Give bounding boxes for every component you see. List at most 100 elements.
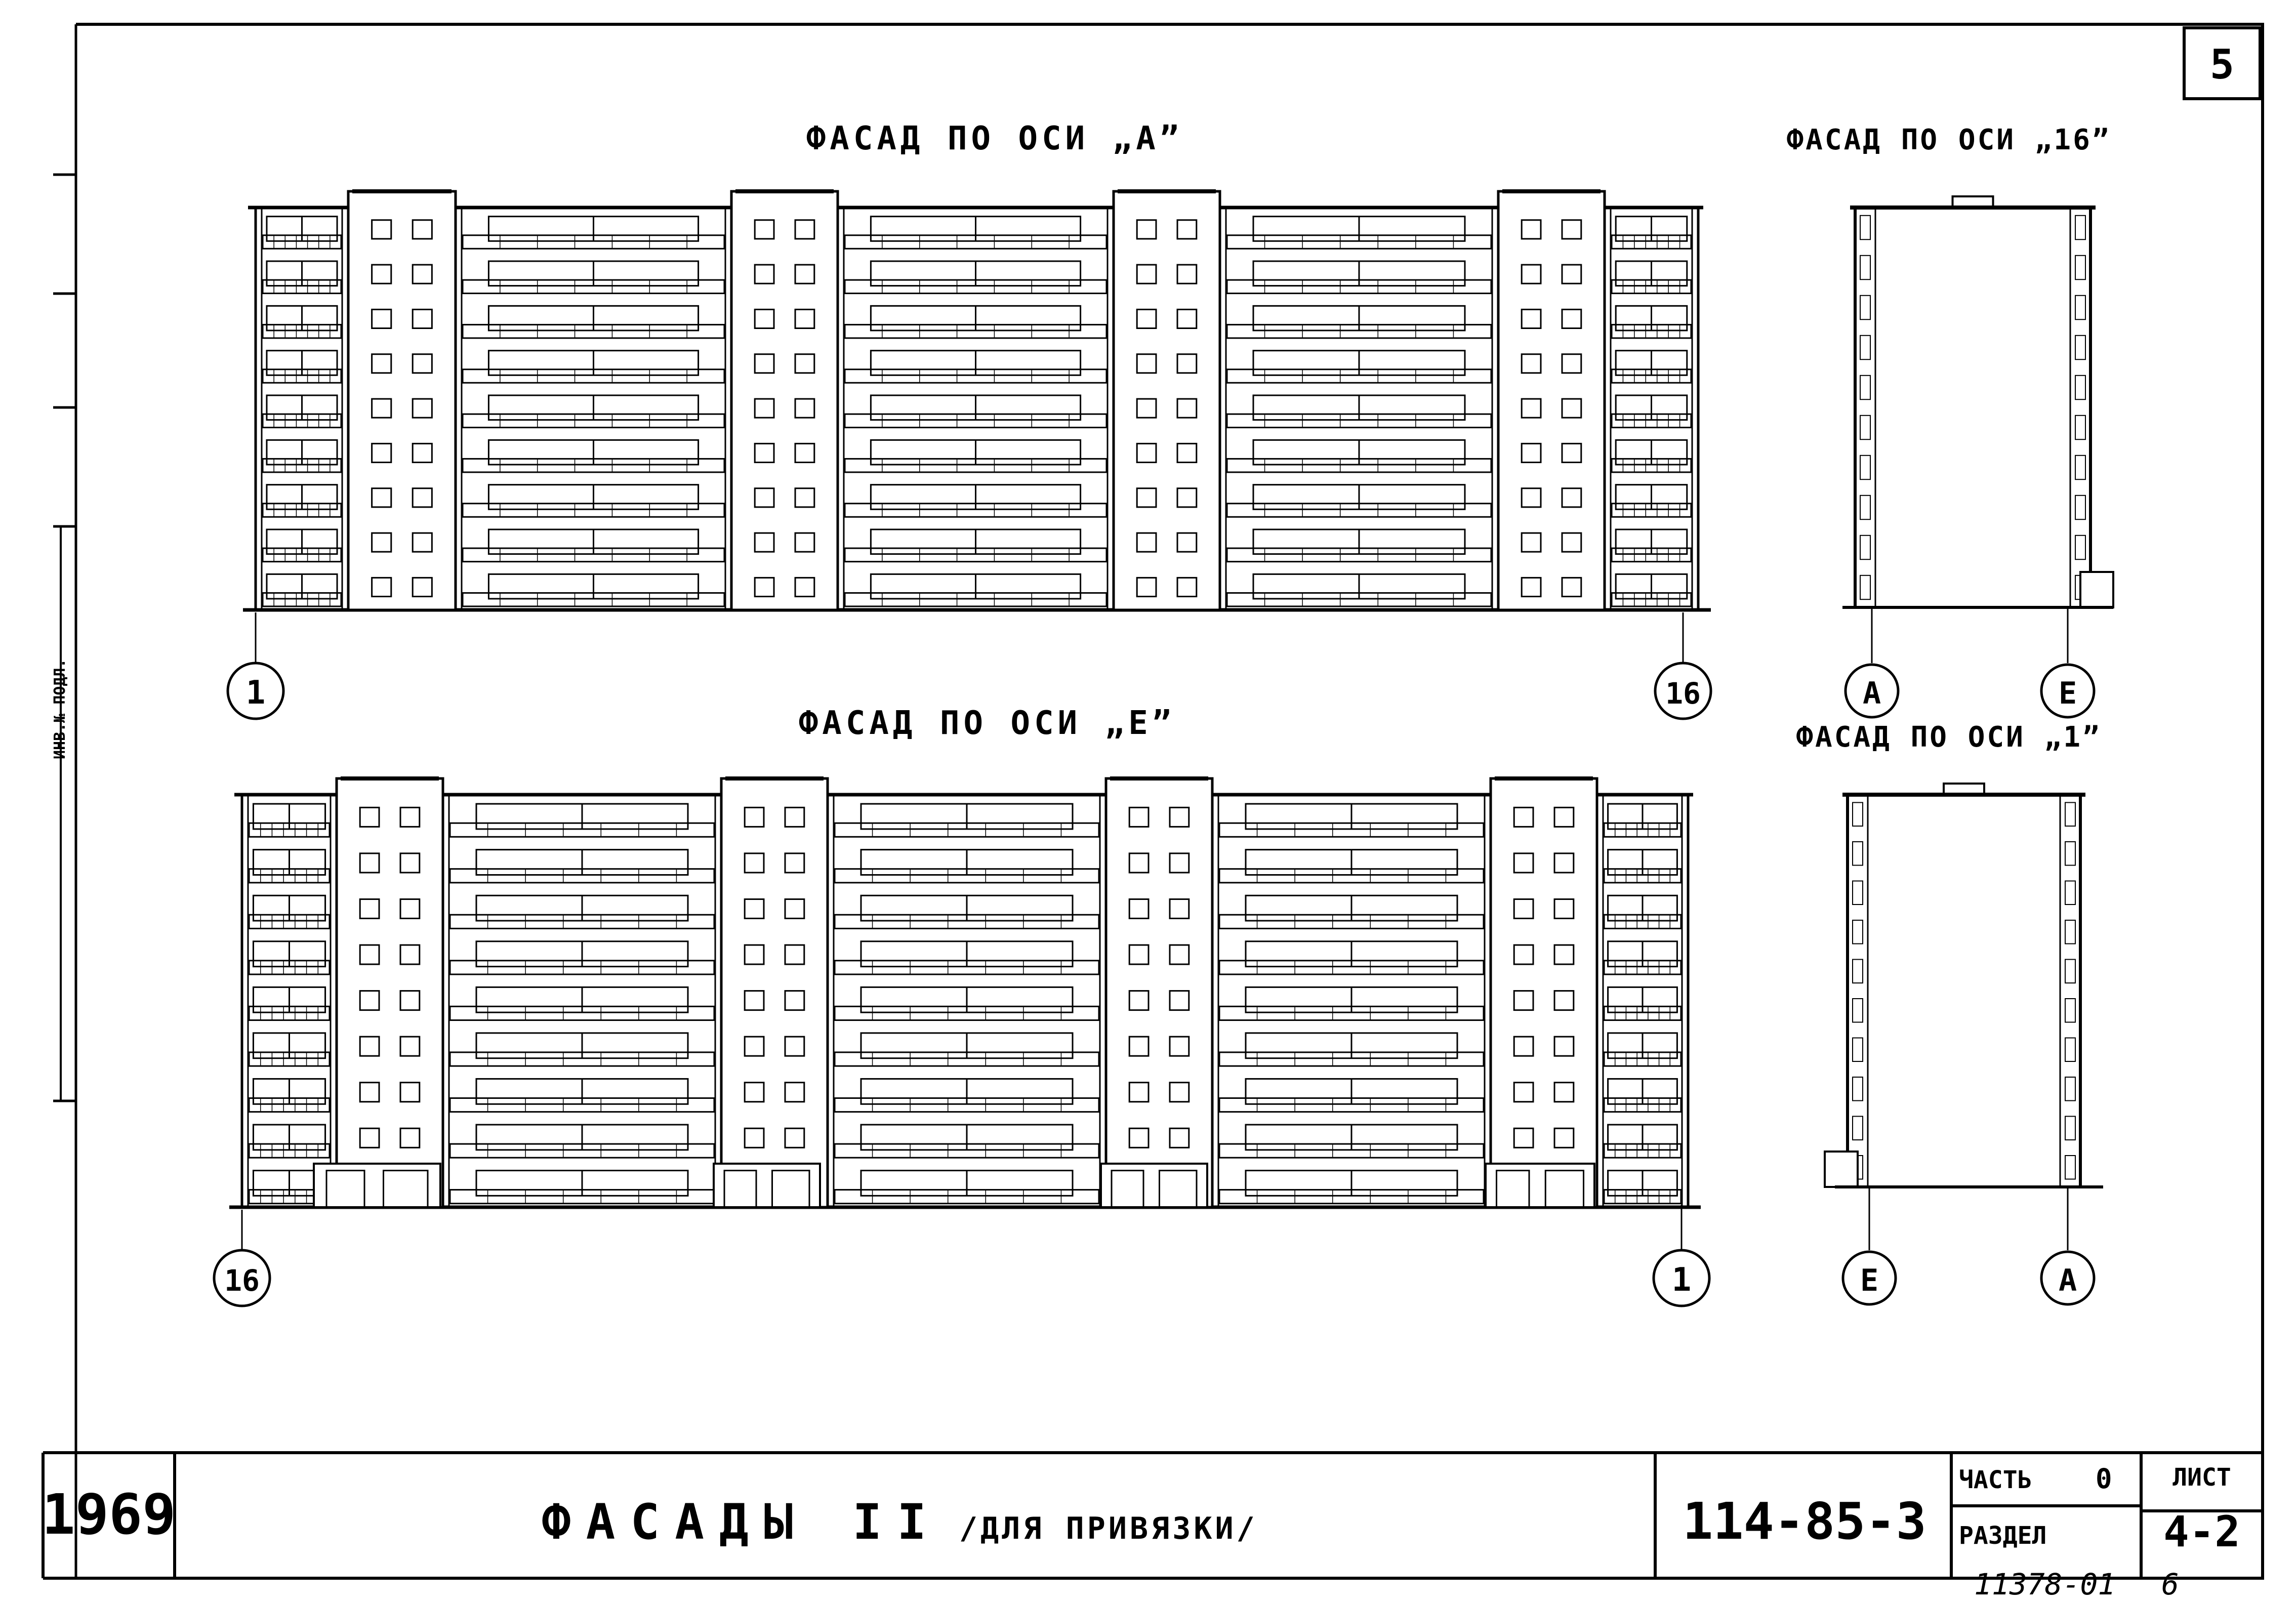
stair-window xyxy=(1553,990,1575,1011)
stair-window xyxy=(1553,806,1575,828)
balcony-rail xyxy=(1226,458,1492,473)
balcony-rail xyxy=(834,1051,1100,1067)
stair-window xyxy=(1521,577,1542,598)
balcony-section xyxy=(1852,998,1863,1023)
balcony-rail xyxy=(1603,1143,1682,1159)
stair-window xyxy=(412,398,433,419)
balcony-rail xyxy=(248,914,331,929)
axis-marker-e-left: 16 xyxy=(213,1210,271,1307)
balcony-section xyxy=(1852,841,1863,866)
stair-window xyxy=(1136,487,1157,508)
stair-window xyxy=(1521,353,1542,374)
stair-window xyxy=(359,1082,380,1103)
stair-window xyxy=(1513,944,1534,965)
sheet-value: 4-2 xyxy=(2163,1507,2240,1556)
balcony-rail xyxy=(462,592,725,607)
stair-window xyxy=(1521,264,1542,284)
balcony-rail xyxy=(1611,547,1692,563)
balcony-rail xyxy=(1611,413,1692,429)
stair-window xyxy=(794,577,815,598)
stair-window xyxy=(1136,532,1157,553)
balcony-rail xyxy=(462,368,725,384)
entrance-door xyxy=(1111,1170,1144,1208)
balcony-section xyxy=(1852,959,1863,983)
end-wall-outline xyxy=(1846,793,2082,1188)
balcony-section xyxy=(1852,1116,1863,1140)
stair-window xyxy=(1169,1082,1190,1103)
balcony-section xyxy=(1852,1037,1863,1062)
stair-window xyxy=(1513,806,1534,828)
stair-tower xyxy=(730,190,839,611)
stair-window xyxy=(1553,1082,1575,1103)
stair-window xyxy=(784,806,805,828)
balcony-rail xyxy=(1226,592,1492,607)
stair-window xyxy=(754,398,775,419)
balcony-section xyxy=(2075,495,2086,520)
stair-window xyxy=(1169,990,1190,1011)
stair-window xyxy=(794,353,815,374)
balcony-rail xyxy=(844,413,1108,429)
balcony-rail xyxy=(462,413,725,429)
stair-window xyxy=(1136,577,1157,598)
stair-window xyxy=(412,353,433,374)
balcony-rail xyxy=(844,323,1108,339)
balcony-rail xyxy=(262,413,342,429)
balcony-rail xyxy=(1226,413,1492,429)
stair-window xyxy=(754,308,775,330)
balcony-rail xyxy=(834,1005,1100,1021)
balcony-rail xyxy=(844,547,1108,563)
stair-window xyxy=(371,219,392,240)
stair-window xyxy=(1513,1082,1534,1103)
balcony-rail xyxy=(248,1143,331,1159)
stair-window xyxy=(371,442,392,464)
balcony-rail xyxy=(248,868,331,884)
stair-window xyxy=(399,898,421,920)
stair-window xyxy=(1521,308,1542,330)
stair-window xyxy=(794,264,815,284)
balcony-rail xyxy=(1218,1143,1485,1159)
stair-window xyxy=(784,1082,805,1103)
stair-window xyxy=(1128,1036,1150,1057)
balcony-rail xyxy=(462,279,725,295)
facade-16-elevation xyxy=(1842,195,2114,609)
balcony-rail xyxy=(834,868,1100,884)
balcony-section xyxy=(2075,455,2086,480)
balcony-rail xyxy=(449,1143,715,1159)
title-block-series: 114-85-3 xyxy=(1683,1492,1926,1551)
balcony-section xyxy=(1860,415,1871,440)
balcony-rail xyxy=(844,503,1108,518)
stair-window xyxy=(1169,944,1190,965)
stair-window xyxy=(1176,532,1198,553)
stair-tower xyxy=(720,777,829,1209)
stair-window xyxy=(1128,806,1150,828)
stair-window xyxy=(1553,898,1575,920)
balcony-rail xyxy=(1226,368,1492,384)
entrance-porch xyxy=(1824,1151,1859,1188)
facade-16-title: ФАСАД ПО ОСИ „16” xyxy=(1786,124,2111,156)
stair-window xyxy=(744,990,765,1011)
balcony-rail xyxy=(1603,868,1682,884)
balcony-rail xyxy=(248,1051,331,1067)
stair-window xyxy=(1513,898,1534,920)
title-block-subtitle: /ДЛЯ ПРИВЯЗКИ/ xyxy=(959,1511,1258,1546)
balcony-rail xyxy=(1611,592,1692,607)
stair-window xyxy=(412,219,433,240)
facade-a-elevation xyxy=(243,189,1711,612)
stair-window xyxy=(1176,264,1198,284)
stair-window xyxy=(1513,990,1534,1011)
svg-text:16: 16 xyxy=(1665,676,1701,711)
stair-window xyxy=(359,944,380,965)
balcony-rail xyxy=(1218,914,1485,929)
stair-window xyxy=(1521,219,1542,240)
balcony-rail xyxy=(1611,234,1692,250)
axis-marker-e-right: 1 xyxy=(1652,1205,1711,1307)
balcony-rail xyxy=(1611,368,1692,384)
balcony-section xyxy=(2065,1077,2076,1101)
balcony-section xyxy=(1852,802,1863,827)
stair-window xyxy=(359,1127,380,1148)
balcony-rail xyxy=(1218,1097,1485,1113)
balcony-section xyxy=(2075,415,2086,440)
stair-tower xyxy=(1489,777,1598,1209)
entrance-door xyxy=(325,1170,365,1208)
stair-window xyxy=(1513,852,1534,874)
